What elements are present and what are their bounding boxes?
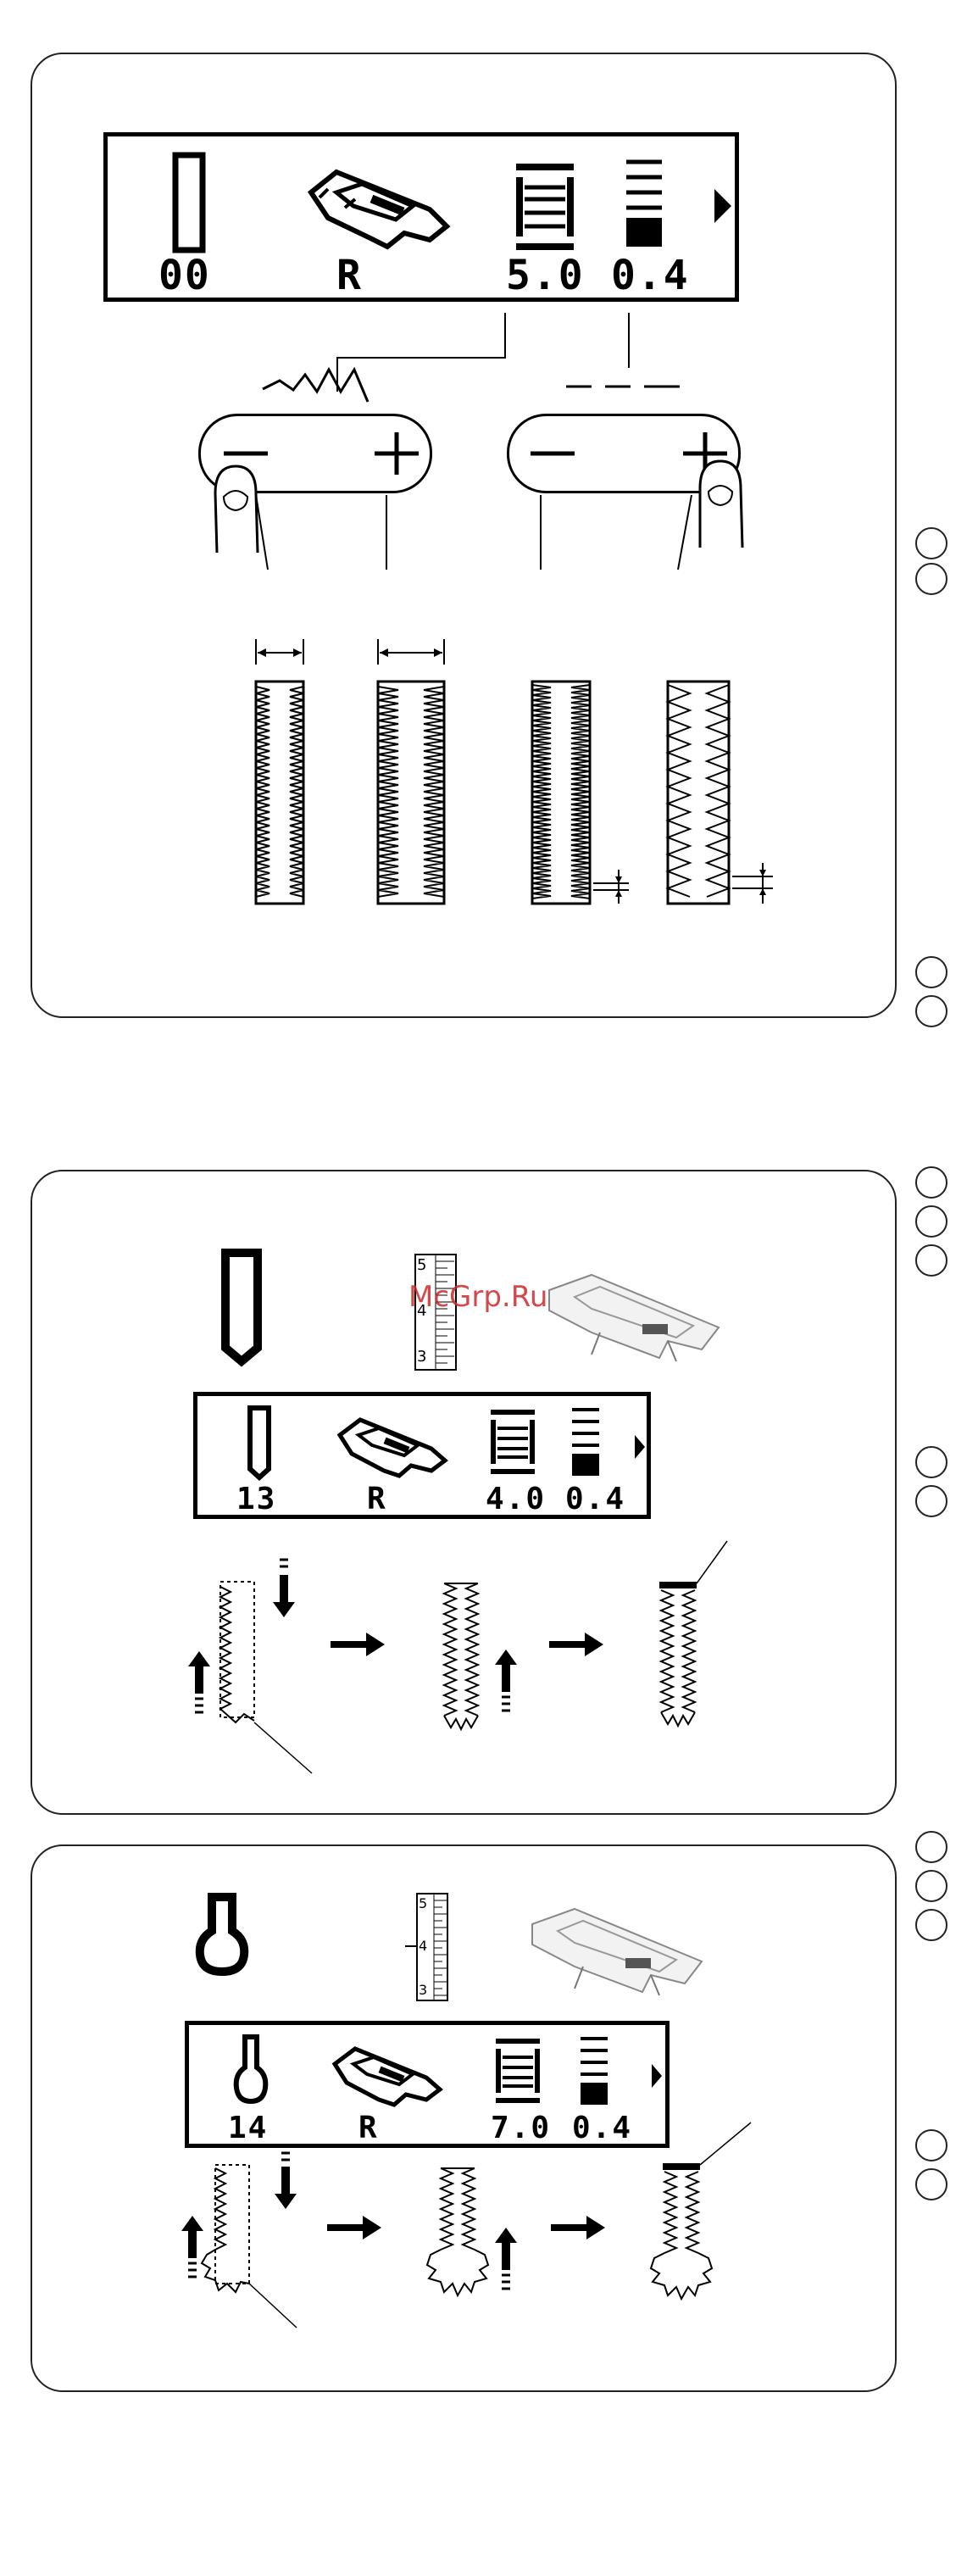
finger-press-icon	[207, 459, 266, 553]
step-bullet	[915, 1909, 947, 1941]
buttonhole-sewing-sequence	[32, 1171, 897, 1816]
step-bullet	[915, 2168, 947, 2200]
length-minus-button[interactable]	[527, 432, 578, 475]
panel-buttonhole-14: 5 4 3	[31, 1844, 897, 2392]
stitch-dense-illustration	[524, 682, 651, 910]
step-bullet	[915, 563, 947, 595]
step-bullet	[915, 1166, 947, 1199]
width-plus-button[interactable]	[371, 432, 422, 475]
step-bullet	[915, 2129, 947, 2162]
stitch-wide-illustration	[370, 631, 454, 910]
step-bullet	[915, 1244, 947, 1277]
step-bullet	[915, 1870, 947, 1902]
keyhole-sewing-sequence	[32, 1846, 897, 2389]
step-bullet	[915, 1446, 947, 1478]
step-bullet	[915, 956, 947, 988]
stitch-narrow-illustration	[244, 631, 320, 910]
step-bullet	[915, 1831, 947, 1863]
finger-press-icon	[692, 454, 751, 548]
panel-buttonhole-adjust: 00 R 5.0 0.4	[31, 53, 897, 1018]
step-bullet	[915, 1205, 947, 1238]
step-bullet	[915, 995, 947, 1027]
step-bullet	[915, 527, 947, 559]
step-bullet	[915, 1485, 947, 1517]
watermark-logo: McGrp.Ru	[408, 1280, 547, 1314]
stitch-sparse-illustration	[659, 682, 795, 910]
panel-buttonhole-13: 5 4 3	[31, 1170, 897, 1815]
